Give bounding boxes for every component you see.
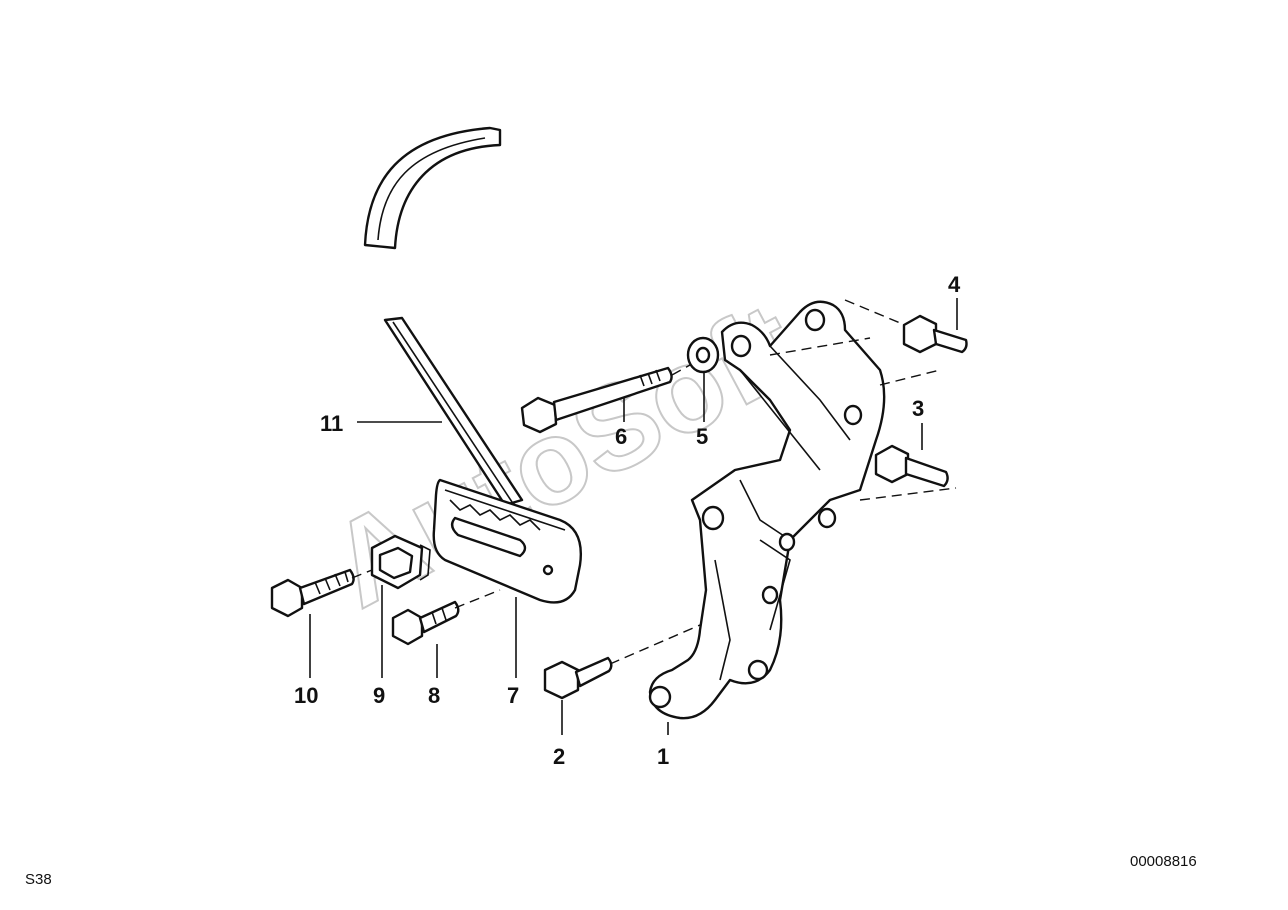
callout-4: 4 [948, 272, 961, 297]
tensioner-plate-part [432, 478, 582, 604]
callout-11: 11 [320, 411, 343, 436]
bolt-6-part [520, 366, 673, 434]
bolt-4-part [902, 314, 968, 354]
bolt-10-part [270, 568, 355, 618]
callout-3: 3 [912, 396, 924, 421]
bolt-8-part [391, 600, 460, 646]
leader-lines [309, 298, 958, 735]
callout-2: 2 [553, 744, 565, 769]
callout-5: 5 [696, 424, 708, 449]
bracket-part [648, 300, 886, 720]
bolt-2-part [543, 656, 613, 700]
callout-6: 6 [615, 424, 627, 449]
corner-code-left: S38 [25, 871, 52, 888]
callout-7: 7 [507, 683, 519, 708]
callout-9: 9 [373, 683, 385, 708]
callout-1: 1 [657, 744, 669, 769]
v-belt-part [363, 126, 524, 507]
spacer-5-part [686, 336, 720, 374]
square-nut-part [370, 534, 431, 590]
corner-code-right: 00008816 [1130, 853, 1197, 870]
callout-8: 8 [428, 683, 440, 708]
callout-10: 10 [294, 683, 318, 708]
bolt-3-part [874, 444, 949, 488]
